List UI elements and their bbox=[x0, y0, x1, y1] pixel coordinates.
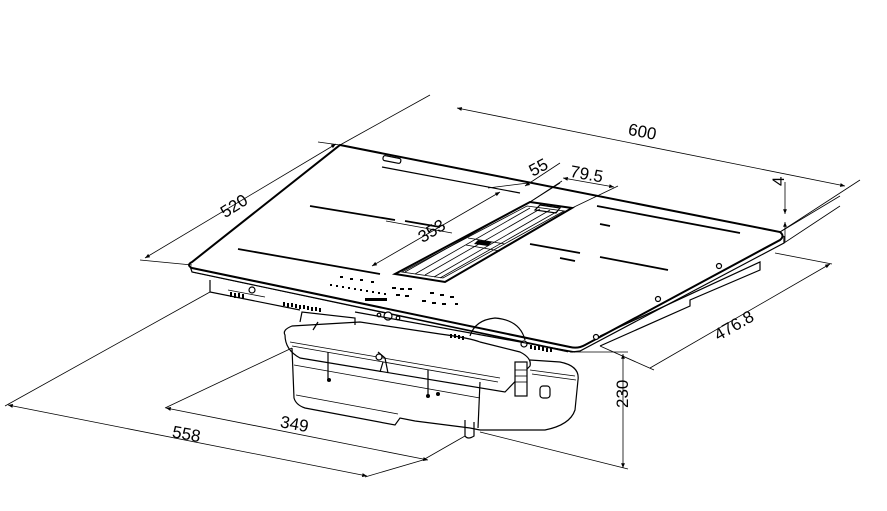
dimension-depth: 520 bbox=[139, 141, 341, 266]
dimension-width-label: 600 bbox=[627, 120, 658, 144]
dimension-vent-offset-label: 55 bbox=[526, 155, 552, 181]
dimension-total-height-label: 230 bbox=[613, 380, 632, 408]
dimension-overall-depth: 558 bbox=[4, 291, 424, 478]
dimension-vent-width-label: 79.5 bbox=[569, 162, 605, 186]
extractor-housing bbox=[283, 311, 579, 439]
dimension-width: 600 bbox=[339, 94, 861, 233]
underside-frame bbox=[209, 261, 761, 353]
cooking-zone-marks bbox=[237, 205, 741, 275]
dimension-body-width-label: 349 bbox=[279, 412, 310, 436]
dimension-glass-thickness: 4 bbox=[769, 177, 841, 244]
dimension-vent-length-label: 353 bbox=[415, 216, 449, 247]
dimension-body-width: 349 bbox=[164, 347, 466, 461]
dimension-depth-label: 520 bbox=[217, 191, 251, 222]
dimension-overall-depth-label: 558 bbox=[171, 422, 202, 446]
dimension-vent-width: 79.5 bbox=[529, 162, 619, 209]
touch-control-panel bbox=[330, 276, 458, 305]
dimension-glass-thickness-label: 4 bbox=[769, 177, 788, 186]
dimension-total-height: 230 bbox=[479, 351, 632, 470]
dimension-vent-offset: 55 bbox=[487, 155, 561, 203]
dimension-cutout-depth: 476.8 bbox=[599, 252, 833, 371]
dimension-cutout-depth-label: 476.8 bbox=[711, 307, 757, 345]
